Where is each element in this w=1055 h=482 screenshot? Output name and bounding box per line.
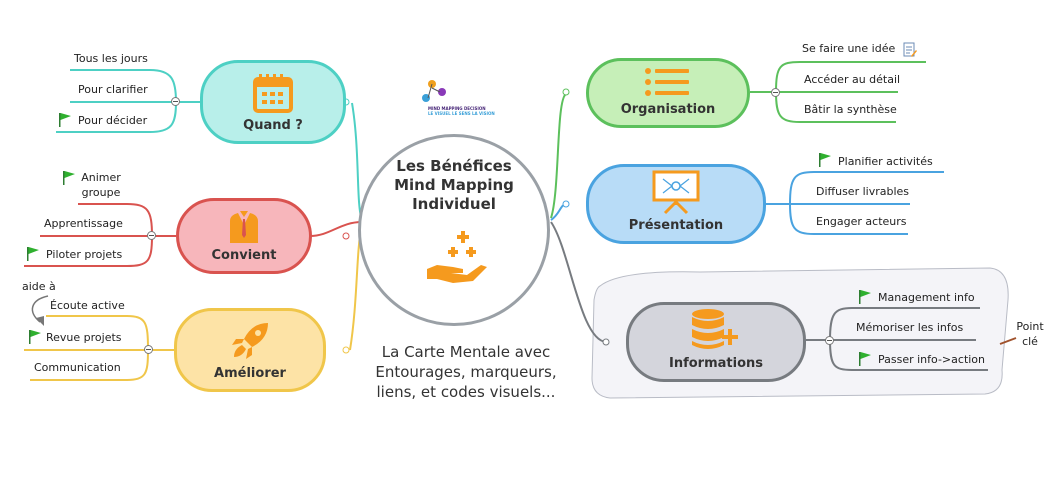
connector-informations xyxy=(550,221,607,343)
branch-ameliorer-label: Améliorer xyxy=(214,366,286,381)
logo-icon xyxy=(422,80,446,102)
connection-dot-ameliorer xyxy=(342,346,350,354)
callout-point-cle[interactable]: Point clé xyxy=(1010,319,1050,349)
leaf-apprentissage[interactable]: Apprentissage xyxy=(44,217,123,230)
rocket-icon xyxy=(232,323,268,359)
branch-organisation[interactable]: Organisation xyxy=(586,58,750,128)
connection-dot-organisation xyxy=(562,88,570,96)
green-flag-icon xyxy=(29,330,41,344)
leaf-animer-line-1: Animer xyxy=(81,171,121,184)
central-topic-title: Les Bénéfices Mind Mapping Individuel xyxy=(361,157,547,214)
branch-convient-label: Convient xyxy=(211,248,277,263)
leaf-line-informations xyxy=(806,307,988,371)
connection-dot-informations xyxy=(602,338,610,346)
connector-convient xyxy=(309,221,363,237)
leaf-pour-decider[interactable]: Pour décider xyxy=(78,114,148,127)
branch-ameliorer[interactable]: Améliorer xyxy=(174,308,326,392)
central-title-line-3: Individuel xyxy=(412,195,496,213)
note-icon[interactable] xyxy=(903,42,917,58)
collapse-convient[interactable] xyxy=(147,231,156,240)
green-flag-icon xyxy=(859,352,871,366)
leaf-animer-line-2: groupe xyxy=(81,186,121,199)
leaf-animer-groupe[interactable]: Animer groupe xyxy=(78,170,124,200)
branch-informations[interactable]: Informations xyxy=(626,302,806,382)
central-title-line-2: Mind Mapping xyxy=(394,176,514,194)
green-flag-icon xyxy=(859,290,871,304)
map-caption: La Carte Mentale avec Entourages, marque… xyxy=(366,342,566,402)
leaf-line-organisation xyxy=(750,61,926,123)
relationship-arrow-head xyxy=(36,316,44,326)
caption-line-2: Entourages, marqueurs, xyxy=(375,363,557,381)
leaf-pour-clarifier[interactable]: Pour clarifier xyxy=(78,83,148,96)
leaf-line-ameliorer xyxy=(24,315,174,381)
leaf-se-faire-une-idee[interactable]: Se faire une idée xyxy=(802,42,896,55)
leaf-tous-les-jours[interactable]: Tous les jours xyxy=(74,52,148,65)
leaf-passer-info-action[interactable]: Passer info->action xyxy=(878,353,986,366)
collapse-ameliorer[interactable] xyxy=(144,345,153,354)
leaf-planifier-activites[interactable]: Planifier activités xyxy=(838,155,933,168)
logo-tagline: LE VISUEL LE SENS LA VISION xyxy=(428,111,495,116)
leaf-memoriser-les-infos[interactable]: Mémoriser les infos xyxy=(856,321,964,334)
calendar-icon xyxy=(253,74,293,113)
branch-convient[interactable]: Convient xyxy=(176,198,312,274)
green-flag-icon xyxy=(63,171,75,185)
leaf-management-info[interactable]: Management info xyxy=(878,291,975,304)
branch-presentation-label: Présentation xyxy=(628,218,724,233)
connection-dot-presentation xyxy=(562,200,570,208)
leaf-piloter-projets[interactable]: Piloter projets xyxy=(46,248,123,261)
branch-organisation-label: Organisation xyxy=(620,102,716,117)
leaf-line-quand xyxy=(56,69,200,133)
presentation-board-icon xyxy=(652,170,700,215)
connection-dot-convient xyxy=(342,232,350,240)
leaf-engager-acteurs[interactable]: Engager acteurs xyxy=(816,215,907,228)
relationship-label[interactable]: aide à xyxy=(22,280,56,293)
collapse-informations[interactable] xyxy=(825,336,834,345)
database-plus-icon xyxy=(692,309,738,349)
branch-quand-label: Quand ? xyxy=(243,118,303,133)
leaf-acceder-au-detail[interactable]: Accéder au détail xyxy=(804,73,901,86)
green-flag-icon xyxy=(819,153,831,167)
leaf-diffuser-livrables[interactable]: Diffuser livrables xyxy=(816,185,910,198)
collapse-organisation[interactable] xyxy=(771,88,780,97)
leaf-line-presentation xyxy=(766,171,944,235)
caption-line-1: La Carte Mentale avec xyxy=(381,343,551,361)
branch-informations-label: Informations xyxy=(668,356,763,371)
branch-quand[interactable]: Quand ? xyxy=(200,60,346,144)
callout-link xyxy=(999,337,1017,345)
branch-presentation[interactable]: Présentation xyxy=(586,164,766,244)
suit-icon xyxy=(230,211,258,243)
leaf-revue-projets[interactable]: Revue projets xyxy=(46,331,122,344)
callout-line-1: Point xyxy=(1016,320,1044,333)
callout-line-2: clé xyxy=(1022,335,1038,348)
leaf-batir-la-synthese[interactable]: Bâtir la synthèse xyxy=(804,103,897,116)
collapse-quand[interactable] xyxy=(171,97,180,106)
leaf-communication[interactable]: Communication xyxy=(34,361,121,374)
central-title-line-1: Les Bénéfices xyxy=(396,157,512,175)
relationship-arrow xyxy=(31,295,49,323)
leaf-line-convient xyxy=(24,203,176,267)
caption-line-3: liens, et codes visuels... xyxy=(376,383,556,401)
central-topic[interactable]: Les Bénéfices Mind Mapping Individuel xyxy=(358,134,550,326)
green-flag-icon xyxy=(27,247,39,261)
logo-name: MIND MAPPING DECISION xyxy=(428,106,486,111)
mind-mapping-decision-logo: MIND MAPPING DECISION LE VISUEL LE SENS … xyxy=(420,78,502,118)
list-icon xyxy=(645,68,689,96)
connector-organisation xyxy=(550,93,567,219)
leaf-ecoute-active[interactable]: Écoute active xyxy=(50,299,125,312)
green-flag-icon xyxy=(59,113,71,127)
hand-plus-icon xyxy=(427,231,487,283)
